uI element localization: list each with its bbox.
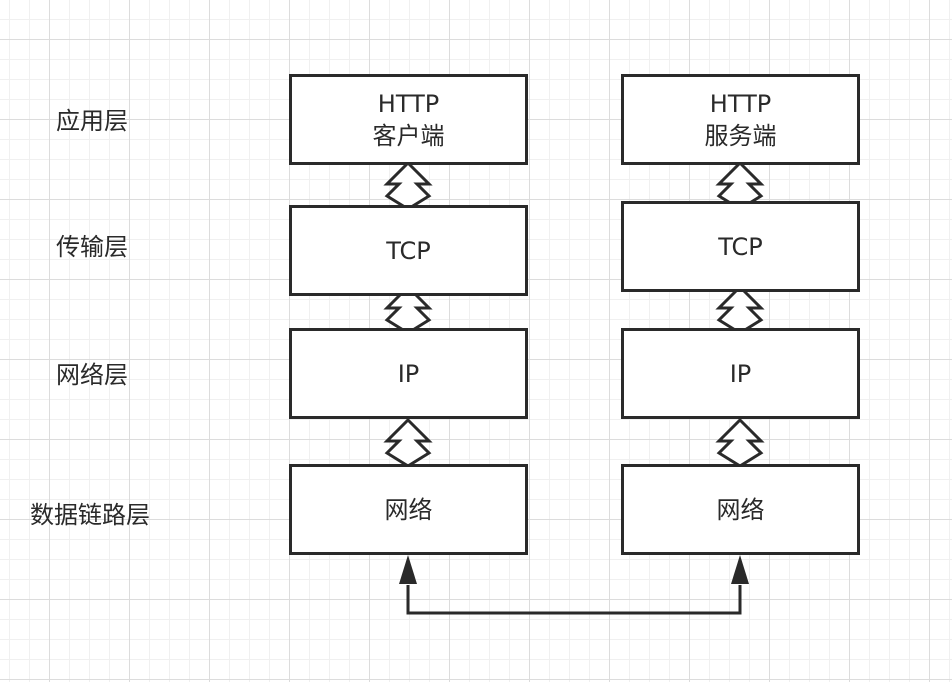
server-http-box: HTTP 服务端 xyxy=(621,74,860,165)
link-arrowhead-left xyxy=(399,555,417,584)
client-tcp-label: TCP xyxy=(386,236,431,265)
client-ip-label: IP xyxy=(397,359,420,388)
server-http-line1: HTTP xyxy=(709,89,772,118)
network-link-connector xyxy=(399,555,749,615)
server-tcp-ip-connector xyxy=(715,284,765,335)
client-ip-box: IP xyxy=(289,328,528,419)
server-tcp-label: TCP xyxy=(718,232,763,261)
server-ip-net-connector xyxy=(715,417,765,468)
layer-label-network: 网络层 xyxy=(56,361,128,389)
server-ip-box: IP xyxy=(621,328,860,419)
client-http-line1: HTTP xyxy=(377,89,440,118)
layer-label-transport: 传输层 xyxy=(56,233,128,261)
client-net-label: 网络 xyxy=(384,495,433,524)
client-tcp-box: TCP xyxy=(289,205,528,296)
client-http-tcp-connector xyxy=(383,160,433,211)
client-http-line2: 客户端 xyxy=(372,121,445,150)
client-net-box: 网络 xyxy=(289,464,528,555)
layer-label-datalink: 数据链路层 xyxy=(30,501,150,529)
client-ip-net-connector xyxy=(383,417,433,468)
server-net-box: 网络 xyxy=(621,464,860,555)
server-net-label: 网络 xyxy=(716,495,765,524)
server-tcp-box: TCP xyxy=(621,201,860,292)
server-ip-label: IP xyxy=(729,359,752,388)
layer-label-application: 应用层 xyxy=(56,107,128,135)
client-http-box: HTTP 客户端 xyxy=(289,74,528,165)
server-http-line2: 服务端 xyxy=(704,121,777,150)
link-arrowhead-right xyxy=(731,555,749,584)
